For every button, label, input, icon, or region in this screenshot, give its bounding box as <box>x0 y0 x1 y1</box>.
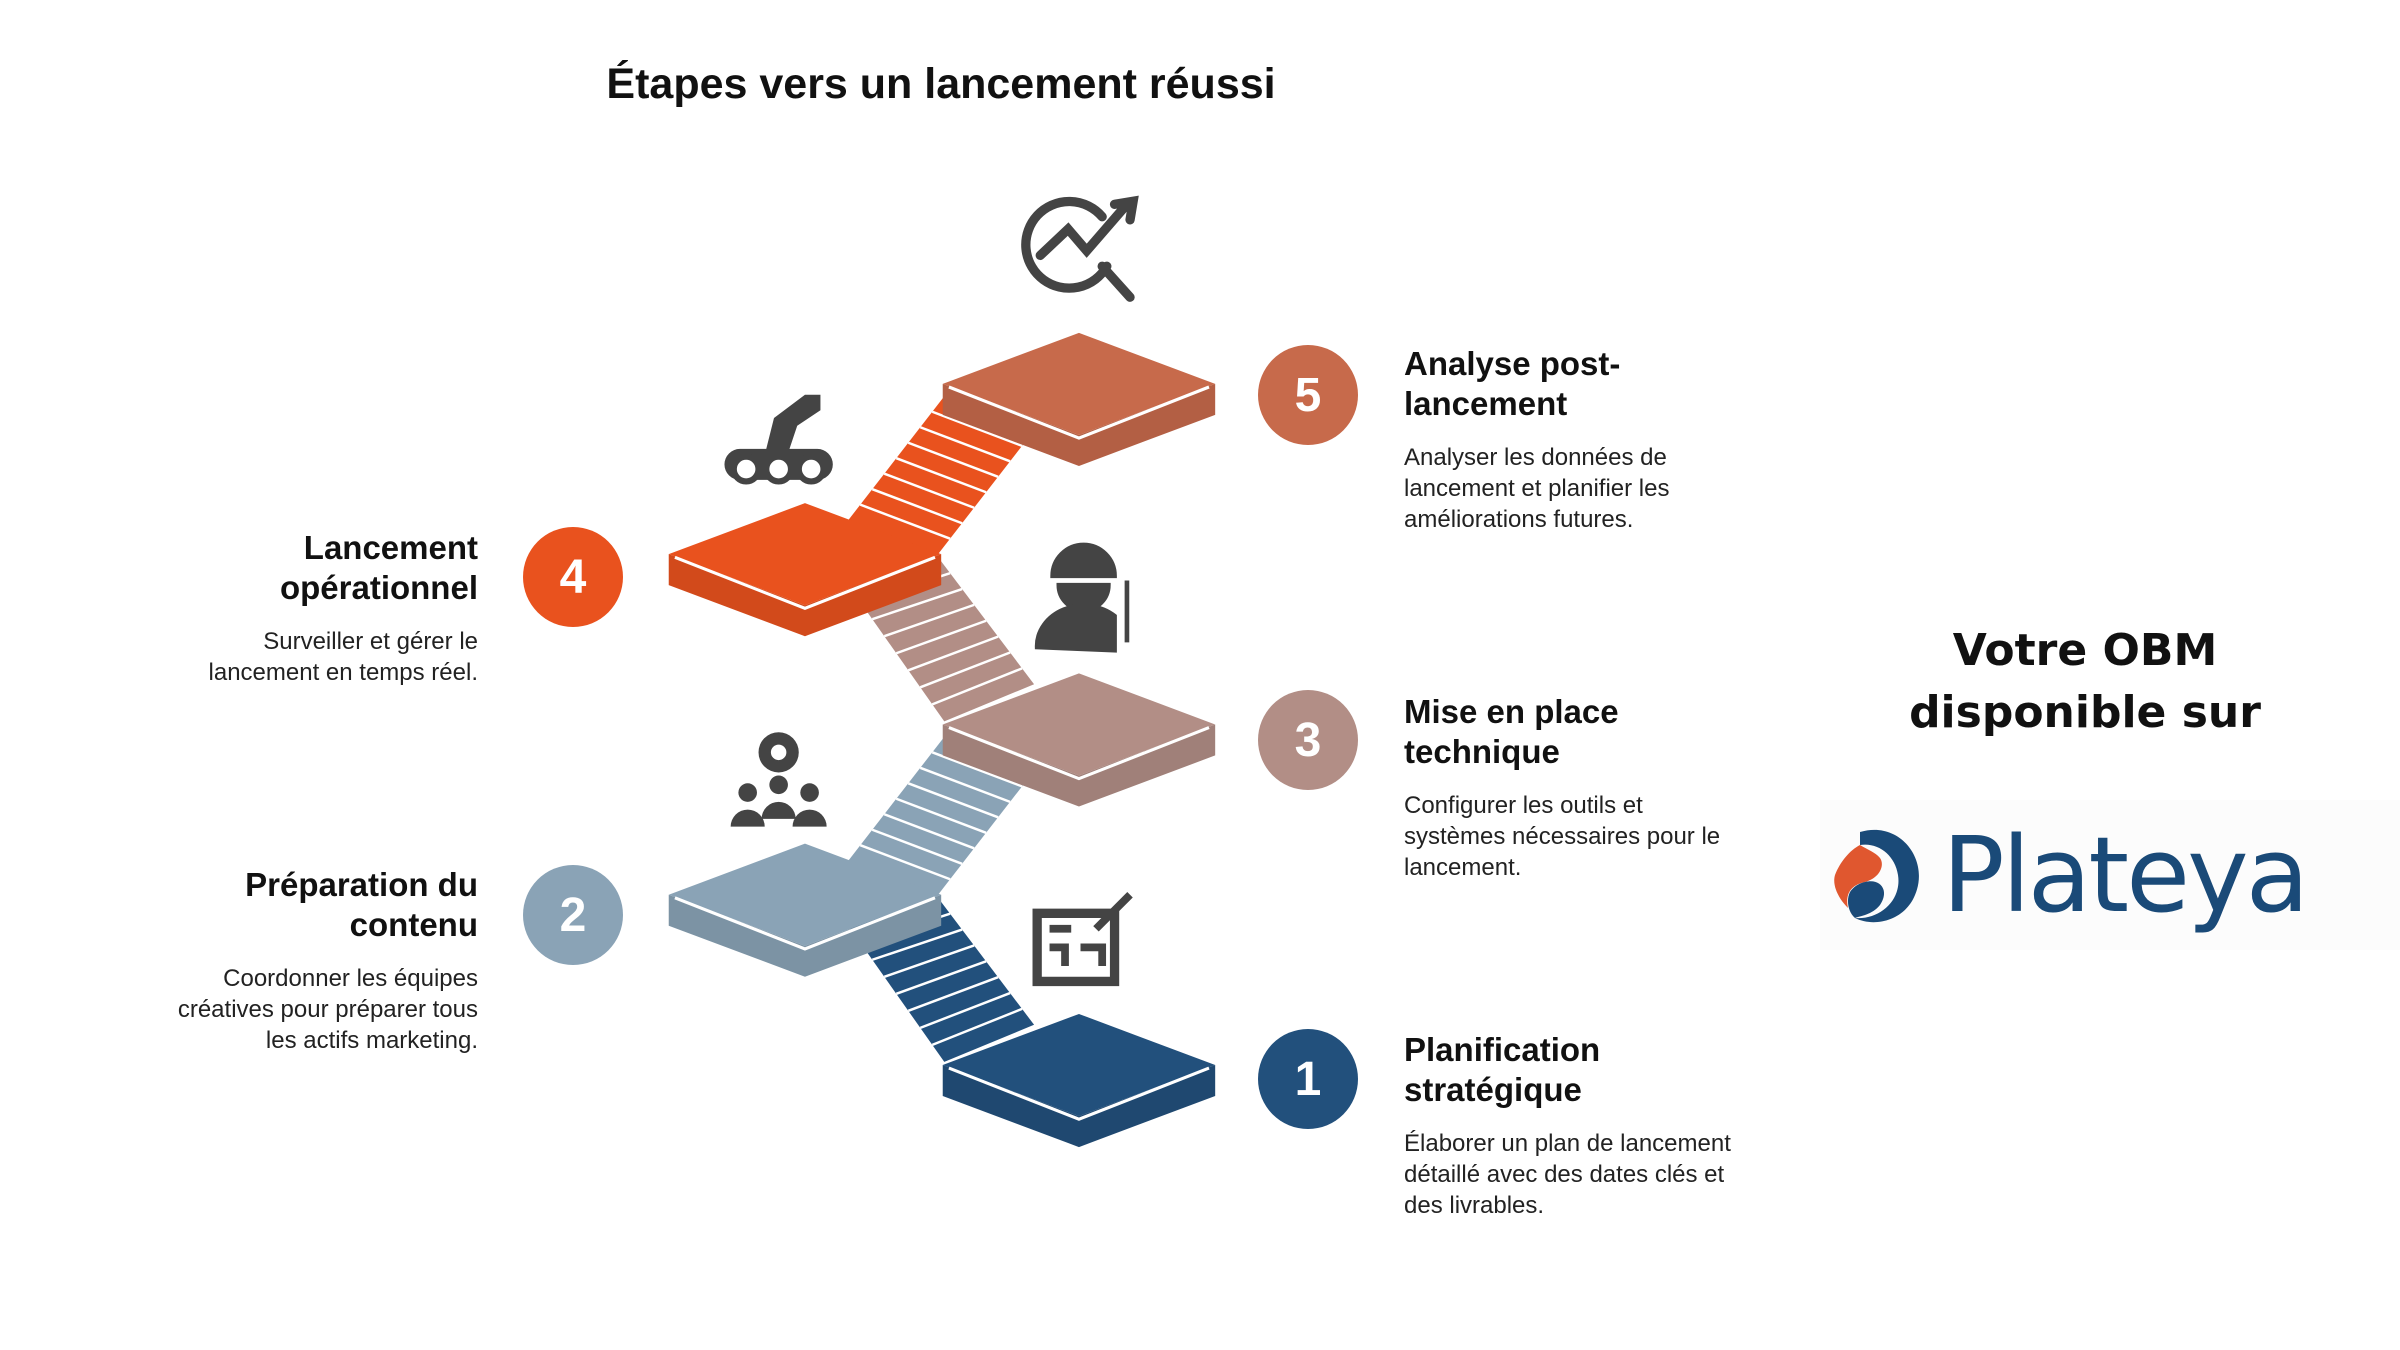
stair-step-line <box>859 503 951 540</box>
step-1-number-badge: 1 <box>1258 1029 1358 1129</box>
step-1-heading: Planification stratégique <box>1404 1031 1601 1108</box>
platform-1-edge <box>948 1066 1210 1121</box>
stair-step-line <box>895 960 987 995</box>
stair-step-line <box>883 813 975 850</box>
step-2-text: Préparation du contenu Coordonner les éq… <box>148 865 478 1056</box>
rover-wheel <box>763 453 795 485</box>
promo-line-1: Votre OBM <box>1952 625 2218 676</box>
step-4-number-badge: 4 <box>523 527 623 627</box>
stair-step-line <box>919 766 1011 804</box>
step-3-text: Mise en place technique Configurer les o… <box>1404 692 1734 883</box>
step-1-text: Planification stratégique Élaborer un pl… <box>1404 1030 1734 1221</box>
step-3-description: Configurer les outils et systèmes nécess… <box>1404 792 1721 881</box>
platform-4-edge <box>674 555 936 611</box>
stair-step-line <box>871 587 963 621</box>
promo-line-2: disponible sur <box>1909 687 2261 738</box>
step-2-heading: Préparation du contenu <box>245 866 478 943</box>
stair-step-line <box>907 976 999 1013</box>
planning-board-icon <box>1032 908 1120 987</box>
stair-step-line <box>907 441 999 478</box>
stair-step-line <box>871 828 963 865</box>
platform-1-top <box>942 1013 1216 1117</box>
stair-step-line <box>931 410 1023 447</box>
team-member-head <box>769 775 788 795</box>
team-member-body <box>792 809 827 827</box>
stair-step-line <box>883 944 975 978</box>
technician-wrench-icon <box>1034 542 1130 653</box>
planning-board-lines <box>1049 892 1133 966</box>
plateya-logo-mark-icon <box>1834 829 1919 923</box>
stair-step-line <box>931 1007 1023 1047</box>
stair-step-line <box>895 619 987 655</box>
stair-step-line <box>871 488 963 525</box>
stair-step-line <box>919 651 1011 689</box>
team-member-head <box>800 783 819 802</box>
step-5-description: Analyser les données de lancement et pla… <box>1404 444 1670 533</box>
stair-step-line <box>907 782 999 819</box>
step-4-description: Surveiller et gérer le lancement en temp… <box>208 628 478 686</box>
stair-step-line <box>895 457 987 494</box>
step-1-description: Élaborer un plan de lancement détaillé a… <box>1404 1130 1731 1219</box>
platform-2-edge <box>674 896 936 951</box>
step-5-number-badge: 5 <box>1258 345 1358 445</box>
platform-3-side <box>942 724 1216 807</box>
promo-text: Votre OBM disponible sur <box>1800 620 2370 744</box>
plateya-logo-text: Plateya <box>1942 814 2309 936</box>
stair-step-line <box>883 603 975 638</box>
stair-step-line <box>919 426 1011 463</box>
step-3-number-badge: 3 <box>1258 690 1358 790</box>
stair-step-line <box>919 991 1011 1030</box>
step-5-text: Analyse post-lancement Analyser les donn… <box>1404 344 1734 535</box>
step-5-heading: Analyse post-lancement <box>1404 345 1621 422</box>
diagram-title: Étapes vers un lancement réussi <box>606 60 1276 108</box>
platform-4-side <box>668 554 942 637</box>
team-member-body <box>761 801 796 819</box>
step-2-number-badge: 2 <box>523 865 623 965</box>
chart-magnifier-icon <box>1021 195 1139 302</box>
team-member-body <box>730 809 765 827</box>
stair-step-line <box>883 472 975 509</box>
plateya-logo[interactable]: Plateya <box>1820 800 2400 950</box>
step-3-heading: Mise en place technique <box>1404 693 1619 770</box>
platform-1-side <box>942 1065 1216 1148</box>
platform-2-side <box>668 894 942 977</box>
rover-wheel <box>795 453 827 485</box>
platform-5-side <box>942 383 1216 466</box>
step-4-heading: Lancement opérationnel <box>279 529 478 606</box>
team-member-head <box>738 783 757 802</box>
rover-wheel <box>730 453 762 485</box>
platform-3-top <box>942 673 1216 776</box>
stair-step-line <box>931 667 1023 706</box>
stair-step-line <box>931 751 1023 788</box>
stair-step-line <box>907 635 999 672</box>
platform-3-edge <box>948 726 1210 781</box>
step-4-text: Lancement opérationnel Surveiller et gér… <box>148 528 478 688</box>
stair-step-line <box>859 844 951 881</box>
stair-step-line <box>895 797 987 834</box>
stair-step-line <box>871 928 963 961</box>
gear-center <box>770 744 787 761</box>
step-2-description: Coordonner les équipes créatives pour pr… <box>177 965 478 1054</box>
platform-5-edge <box>948 385 1210 440</box>
